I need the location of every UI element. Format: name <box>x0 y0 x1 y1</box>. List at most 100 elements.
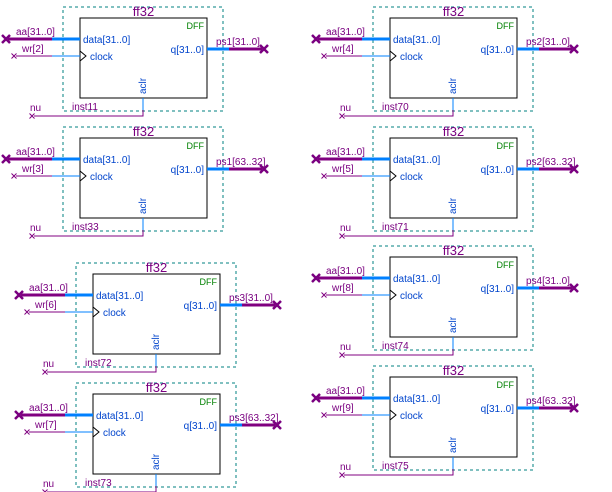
clock-edge-triangle-icon <box>79 170 87 182</box>
clock-signal-label: wr[9] <box>331 403 354 414</box>
output-port-icon <box>569 164 579 174</box>
q-pin-label: q[31..0] <box>481 404 515 415</box>
input-bus-label: aa[31..0] <box>326 147 365 158</box>
nu-signal-label: nu <box>340 223 351 234</box>
input-bus-port-icon <box>311 154 321 164</box>
q-pin-label: q[31..0] <box>184 421 218 432</box>
instance-name-label: inst70 <box>382 102 409 113</box>
clock-edge-triangle-icon <box>389 50 397 62</box>
input-bus-label: aa[31..0] <box>326 386 365 397</box>
dff-label: DFF <box>187 141 205 151</box>
aclr-nu-wire <box>47 366 157 373</box>
clock-edge-triangle-icon <box>389 170 397 182</box>
input-bus-port-icon <box>1 154 11 164</box>
ff32-instance-inst73[interactable]: ff32DFFaa[31..0]data[31..0]wr[7]clockq[3… <box>14 380 282 492</box>
aclr-pin-label: aclr <box>138 77 149 94</box>
clock-edge-triangle-icon <box>92 426 100 438</box>
nu-port-icon <box>339 352 345 358</box>
dff-label: DFF <box>497 21 515 31</box>
dff-label: DFF <box>200 397 218 407</box>
clock-signal-label: wr[8] <box>331 283 354 294</box>
clock-port-icon <box>321 412 327 418</box>
clock-pin-label: clock <box>400 411 424 422</box>
component-body <box>92 393 221 475</box>
clock-pin-label: clock <box>400 52 424 63</box>
q-pin-label: q[31..0] <box>481 284 515 295</box>
component-body <box>389 376 518 458</box>
clock-port-icon <box>11 53 17 59</box>
aclr-pin-label: aclr <box>448 77 459 94</box>
input-bus-label: aa[31..0] <box>16 147 55 158</box>
nu-port-icon <box>339 233 345 239</box>
nu-signal-label: nu <box>340 103 351 114</box>
component-title: ff32 <box>133 4 154 19</box>
nu-signal-label: nu <box>43 479 54 490</box>
clock-pin-label: clock <box>90 52 114 63</box>
output-port-icon <box>272 420 282 430</box>
data-pin-label: data[31..0] <box>83 35 130 46</box>
clock-port-icon <box>24 429 30 435</box>
instance-name-label: inst75 <box>382 461 409 472</box>
clock-signal-label: wr[6] <box>34 300 57 311</box>
nu-port-icon <box>29 233 35 239</box>
dff-label: DFF <box>187 21 205 31</box>
data-pin-label: data[31..0] <box>96 291 143 302</box>
data-pin-label: data[31..0] <box>393 155 440 166</box>
ff32-instance-inst75[interactable]: ff32DFFaa[31..0]data[31..0]wr[9]clockq[3… <box>311 363 579 478</box>
component-title: ff32 <box>443 243 464 258</box>
instance-name-label: inst74 <box>382 341 409 352</box>
nu-port-icon <box>42 369 48 375</box>
data-pin-label: data[31..0] <box>393 274 440 285</box>
nu-port-icon <box>42 489 48 492</box>
dff-label: DFF <box>200 277 218 287</box>
aclr-nu-wire <box>344 230 454 237</box>
output-port-icon <box>259 164 269 174</box>
data-pin-label: data[31..0] <box>393 35 440 46</box>
component-title: ff32 <box>133 124 154 139</box>
clock-port-icon <box>11 173 17 179</box>
nu-port-icon <box>29 113 35 119</box>
clock-edge-triangle-icon <box>92 306 100 318</box>
output-port-icon <box>259 44 269 54</box>
ff32-instance-inst70[interactable]: ff32DFFaa[31..0]data[31..0]wr[4]clockq[3… <box>311 4 579 119</box>
component-body <box>79 137 208 219</box>
aclr-pin-label: aclr <box>151 333 162 350</box>
nu-signal-label: nu <box>43 359 54 370</box>
q-pin-label: q[31..0] <box>171 45 205 56</box>
component-body <box>79 17 208 99</box>
component-title: ff32 <box>443 363 464 378</box>
ff32-instance-inst72[interactable]: ff32DFFaa[31..0]data[31..0]wr[6]clockq[3… <box>14 260 282 375</box>
aclr-nu-wire <box>344 349 454 356</box>
input-bus-label: aa[31..0] <box>326 266 365 277</box>
aclr-nu-wire <box>47 486 157 492</box>
ff32-instance-inst11[interactable]: ff32DFFaa[31..0]data[31..0]wr[2]clockq[3… <box>1 4 269 119</box>
clock-signal-label: wr[2] <box>21 44 44 55</box>
nu-signal-label: nu <box>30 103 41 114</box>
input-bus-port-icon <box>311 273 321 283</box>
clock-pin-label: clock <box>103 308 127 319</box>
aclr-nu-wire <box>34 110 144 117</box>
clock-signal-label: wr[7] <box>34 420 57 431</box>
output-port-icon <box>569 403 579 413</box>
aclr-pin-label: aclr <box>151 453 162 470</box>
clock-edge-triangle-icon <box>389 409 397 421</box>
instance-name-label: inst72 <box>85 358 112 369</box>
instance-name-label: inst73 <box>85 478 112 489</box>
clock-pin-label: clock <box>400 172 424 183</box>
output-bus-label: ps2[31..0] <box>526 37 570 48</box>
clock-pin-label: clock <box>400 291 424 302</box>
nu-signal-label: nu <box>340 342 351 353</box>
component-title: ff32 <box>146 380 167 395</box>
ff32-instance-inst33[interactable]: ff32DFFaa[31..0]data[31..0]wr[3]clockq[3… <box>1 124 269 239</box>
input-bus-label: aa[31..0] <box>326 27 365 38</box>
output-bus-label: ps4[31..0] <box>526 276 570 287</box>
ff32-instance-inst71[interactable]: ff32DFFaa[31..0]data[31..0]wr[5]clockq[3… <box>311 124 579 239</box>
aclr-pin-label: aclr <box>448 197 459 214</box>
aclr-nu-wire <box>34 230 144 237</box>
output-port-icon <box>569 44 579 54</box>
input-bus-label: aa[31..0] <box>29 403 68 414</box>
clock-port-icon <box>321 173 327 179</box>
dff-label: DFF <box>497 260 515 270</box>
